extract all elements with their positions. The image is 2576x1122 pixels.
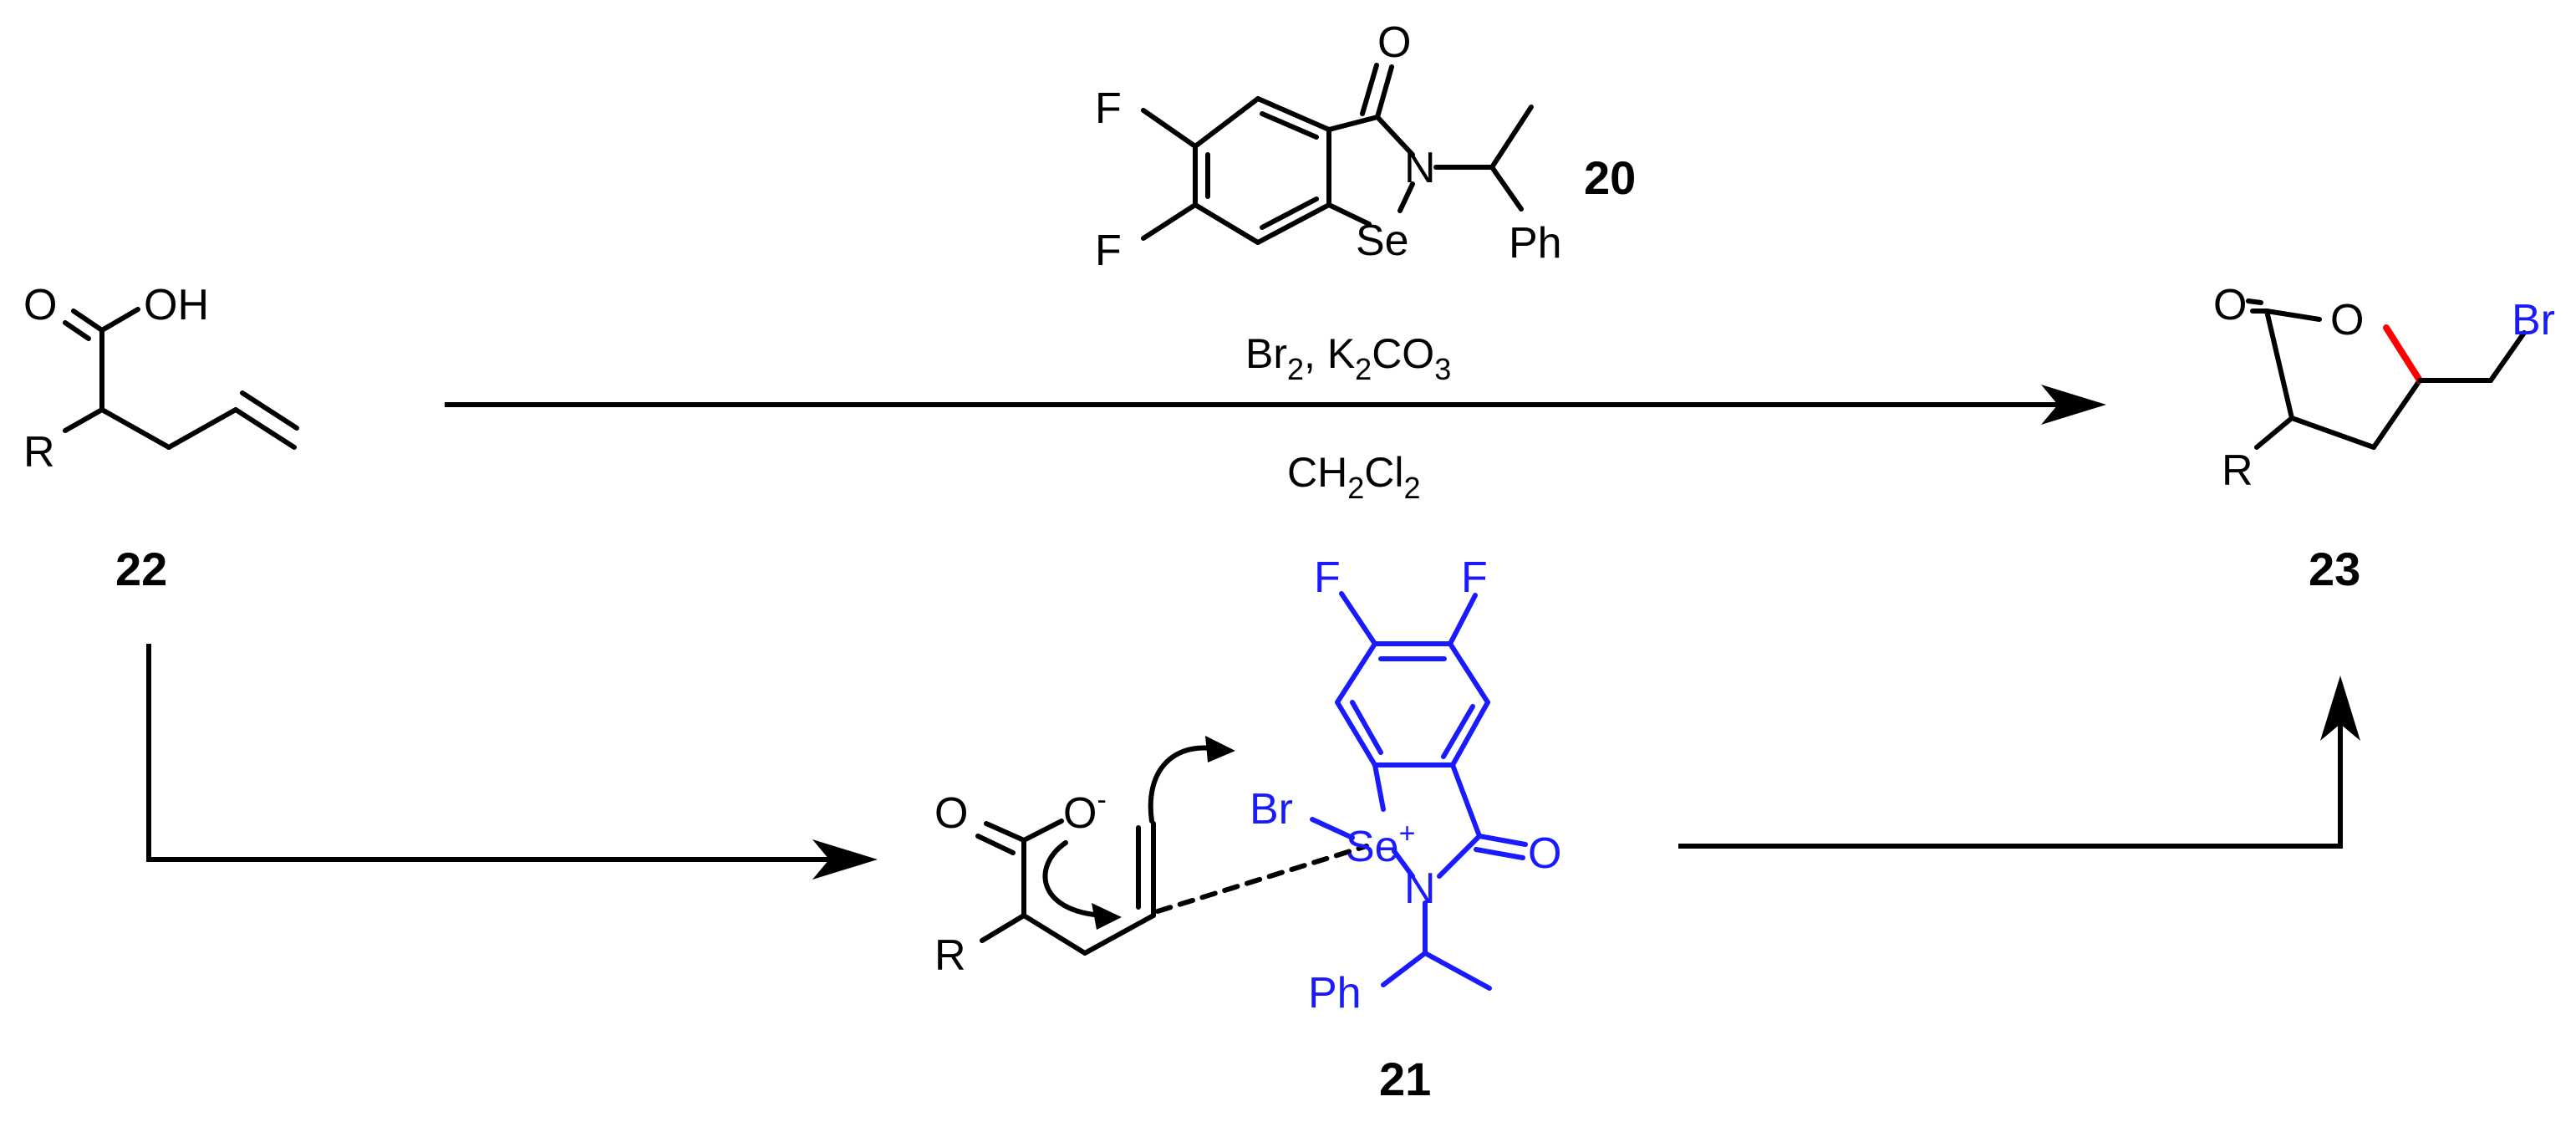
atom-label: F [1461,553,1488,602]
atom-label: R [23,428,55,477]
atom-label: O- [1063,784,1107,838]
atom-label: OH [144,281,209,329]
atom-label: O [23,281,57,329]
curved-arrow-head [1205,736,1235,762]
atom-label: O [934,789,968,838]
compound-number-21: 21 [1379,1053,1431,1105]
atom-label: R [934,931,966,980]
atom-label: F [1095,227,1122,275]
atom-label: Ph [1509,219,1562,268]
substrate-in-21 [975,745,1369,956]
pathway-arrow-head-23 [2320,676,2360,741]
pathway-arrow-to-21 [146,644,837,862]
compound-number-20: 20 [1584,151,1636,204]
pathway-arrow-head-21 [812,839,878,880]
substrate-22-structure [63,307,299,450]
atom-label: Ph [1308,969,1362,1017]
atom-label: O [2330,296,2364,344]
new-c-o-bond [2383,324,2423,384]
pathway-arrow-to-23 [1678,719,2343,849]
atom-label: R [2222,446,2253,495]
atom-label: Se+ [1346,818,1415,871]
atom-label: O [1377,18,1411,67]
compound-number-22: 22 [115,543,167,595]
atom-label: F [1095,84,1122,133]
product-23-structure [2246,298,2527,450]
atom-label: O [1528,829,1561,878]
reagents-label: Br2, K2CO3 [1245,330,1451,386]
atom-label: N [1404,144,1436,192]
atom-label: Se [1356,217,1409,265]
atom-label: F [1314,553,1341,602]
solvent-label: CH2Cl2 [1287,449,1421,505]
main-arrow-head [2041,385,2106,425]
compound-number-23: 23 [2309,543,2360,595]
atom-label: Br [1250,785,1293,834]
atom-label: N [1404,864,1436,913]
curved-arrow-head [1092,903,1122,930]
se-alkene-interaction [1155,844,1369,914]
atom-label: Br [2512,296,2555,344]
atom-label: O [2213,281,2247,329]
catalyst-20-structure [1141,63,1534,245]
catalyst-in-21 [1310,591,1528,991]
